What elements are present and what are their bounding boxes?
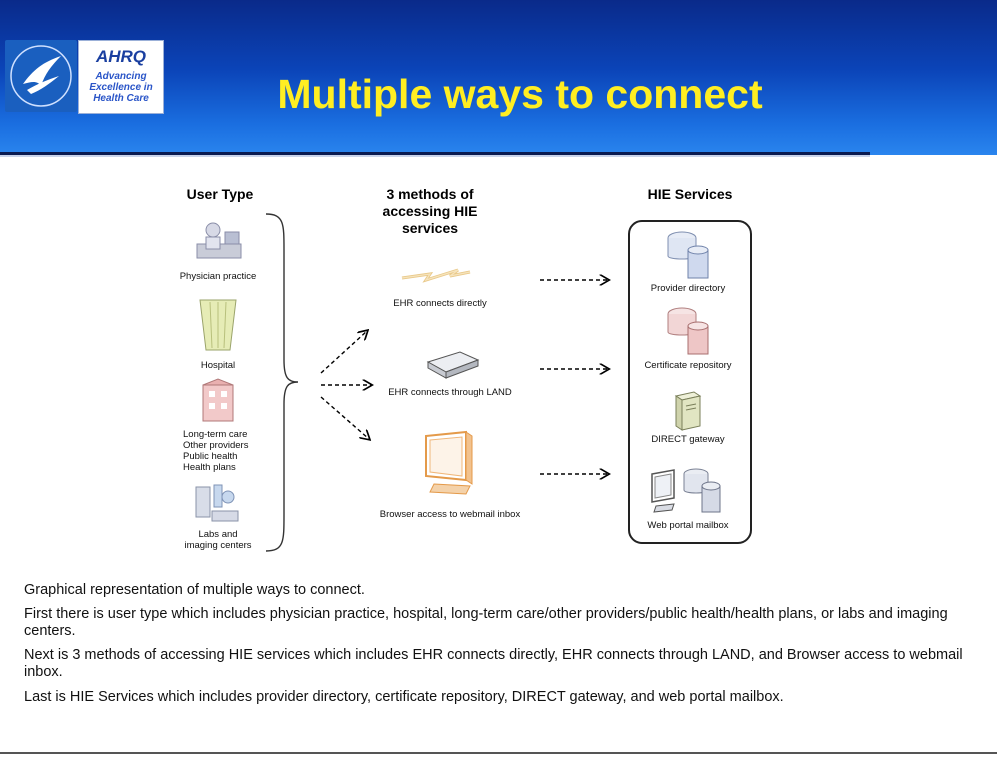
monitor-database-icon <box>651 468 721 513</box>
hhs-eagle-logo <box>5 40 77 112</box>
method-label-land: EHR connects through LAND <box>388 387 512 398</box>
caption-line-3: Next is 3 methods of accessing HIE servi… <box>24 647 963 680</box>
router-device-icon <box>426 351 480 379</box>
lightning-link-icon <box>401 268 471 283</box>
service-label-direct-gateway: DIRECT gateway <box>651 434 725 445</box>
caption-line-1: Graphical representation of multiple way… <box>24 582 365 598</box>
hhs-eagle-icon <box>10 45 72 107</box>
service-label-provider-directory: Provider directory <box>650 283 726 294</box>
methods-to-services-arrows <box>540 270 614 480</box>
physician-icon <box>196 222 242 259</box>
caption-line-2: First there is user type which includes … <box>24 606 948 639</box>
user-type-label-labs: Labs and imaging centers <box>184 529 252 551</box>
hie-services-heading: HIE Services <box>647 186 733 202</box>
footer-divider <box>0 752 997 754</box>
methods-heading: 3 methods of accessing HIE services <box>382 186 478 236</box>
service-label-web-portal-mailbox: Web portal mailbox <box>647 520 729 531</box>
care-building-icon <box>202 378 234 422</box>
lab-icon <box>195 484 239 522</box>
caption-line-4: Last is HIE Services which includes prov… <box>24 689 784 705</box>
method-label-direct: EHR connects directly <box>393 298 487 309</box>
slide-header <box>0 0 997 155</box>
header-divider-highlight <box>0 155 870 157</box>
hospital-icon <box>199 299 237 351</box>
server-tower-icon <box>674 391 702 431</box>
ahrq-logo-name: AHRQ <box>95 47 147 66</box>
user-type-heading: User Type <box>186 186 254 202</box>
user-type-label-long-term-care: Long-term care Other providers Public he… <box>183 429 249 473</box>
header-divider <box>0 152 870 155</box>
monitor-icon <box>425 430 473 495</box>
service-label-certificate-repository: Certificate repository <box>644 360 732 371</box>
ahrq-logo: AHRQ Advancing Excellence in Health Care <box>78 40 164 114</box>
user-type-label-physician: Physician practice <box>179 271 257 282</box>
grouping-brace <box>265 213 299 552</box>
database-blue-icon <box>667 231 709 279</box>
ahrq-logo-tagline: Advancing Excellence in Health Care <box>89 71 153 104</box>
user-type-label-hospital: Hospital <box>200 360 236 371</box>
database-red-icon <box>667 307 709 355</box>
brace-to-methods-arrows <box>320 325 385 445</box>
method-label-browser: Browser access to webmail inbox <box>379 509 521 520</box>
slide-title: Multiple ways to connect <box>277 71 763 117</box>
